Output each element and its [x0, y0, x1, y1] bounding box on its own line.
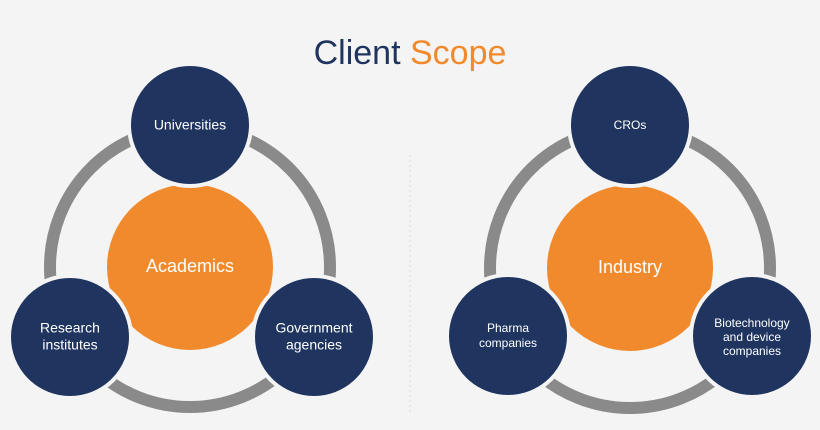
universities-node: Universities — [127, 62, 253, 188]
cros-label: CROs — [614, 118, 647, 132]
universities-label: Universities — [154, 117, 226, 133]
biotechnology-label-line1: Biotechnology — [714, 316, 789, 330]
government-agencies-label-line2: agencies — [286, 337, 342, 353]
academics-label: Academics — [146, 256, 234, 276]
title-word-scope: Scope — [409, 34, 507, 72]
biotechnology-node: Biotechnology and device companies — [689, 273, 815, 399]
government-agencies-label-line1: Government — [275, 320, 352, 336]
pharma-companies-label-line2: companies — [479, 336, 537, 350]
pharma-companies-node: Pharma companies — [445, 273, 571, 399]
industry-label: Industry — [598, 257, 662, 277]
cros-node: CROs — [567, 62, 693, 188]
government-agencies-node: Government agencies — [251, 274, 377, 400]
page-title: Client Scope — [0, 30, 820, 76]
biotechnology-label-line2: and device — [723, 330, 781, 344]
research-institutes-node: Research institutes — [7, 274, 133, 400]
biotechnology-label-line3: companies — [723, 344, 781, 358]
title-word-client: Client — [313, 34, 401, 72]
right-cluster: Industry CROs Pharma companies Biotechno… — [445, 62, 815, 414]
research-institutes-label-line1: Research — [40, 320, 100, 336]
left-cluster: Academics Universities Research institut… — [7, 62, 377, 413]
research-institutes-label-line2: institutes — [42, 337, 97, 353]
academics-circle — [107, 184, 273, 350]
pharma-companies-label-line1: Pharma — [487, 321, 529, 335]
industry-circle — [547, 185, 713, 351]
